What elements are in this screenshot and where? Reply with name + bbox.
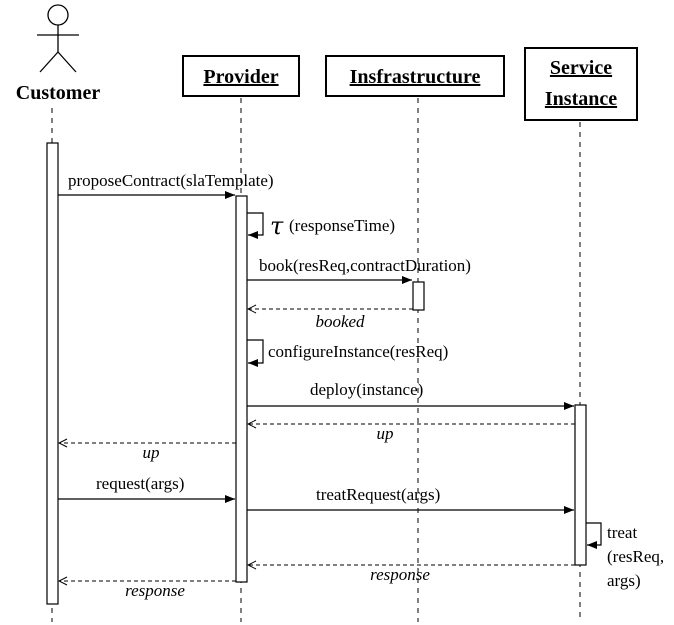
treat-label-line1: treat <box>607 523 637 542</box>
propose-contract-label: proposeContract(slaTemplate) <box>68 171 274 190</box>
service-label-line2: Instance <box>545 88 617 110</box>
provider-activation <box>235 195 248 583</box>
deploy-label: deploy(instance) <box>310 380 423 399</box>
book-label: book(resReq,contractDuration) <box>259 256 471 275</box>
provider-box: Provider <box>182 55 300 97</box>
treat-request-label: treatRequest(args) <box>316 485 440 504</box>
booked-label: booked <box>315 312 365 331</box>
treat-self-arrow <box>586 522 602 549</box>
infrastructure-box: Insfrastructure <box>325 55 505 97</box>
treat-label-line3: args) <box>607 571 641 590</box>
infrastructure-activation <box>412 281 425 311</box>
service-label-line1: Service <box>550 57 612 79</box>
response-time-self-arrow <box>247 212 264 239</box>
response-label-customer: response <box>125 581 185 600</box>
provider-label: Provider <box>203 66 278 88</box>
response-time-label: (responseTime) <box>289 216 395 235</box>
infrastructure-label: Insfrastructure <box>350 66 481 88</box>
customer-activation <box>46 142 59 605</box>
configure-instance-self-arrow <box>247 339 264 367</box>
response-label-service: response <box>370 565 430 584</box>
up-label-service: up <box>377 424 394 443</box>
actor-icon <box>37 4 79 73</box>
configure-instance-label: configureInstance(resReq) <box>268 342 448 361</box>
treat-label-line2: (resReq, <box>607 547 664 566</box>
service-activation <box>574 404 587 566</box>
customer-label: Customer <box>16 82 101 104</box>
up-label-customer: up <box>143 443 160 462</box>
tau-symbol: τ <box>270 212 284 240</box>
service-instance-box: Service Instance <box>524 47 638 121</box>
request-label: request(args) <box>96 474 184 493</box>
